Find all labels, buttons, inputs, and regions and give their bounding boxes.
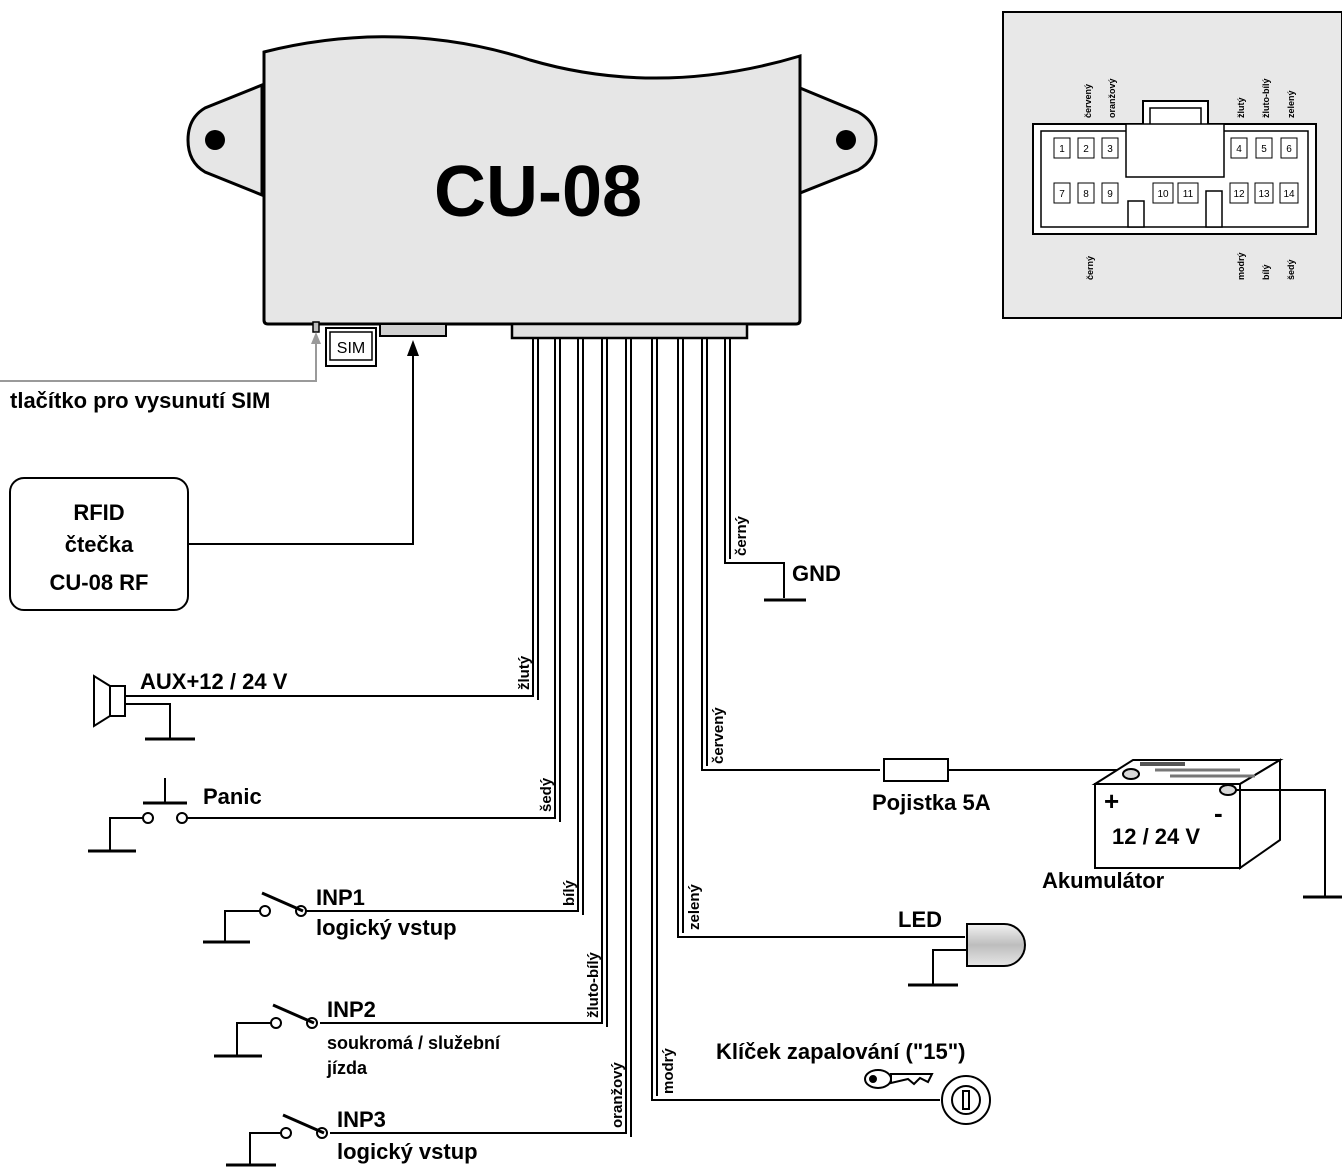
ignition-label: Klíček zapalování ("15") xyxy=(716,1039,966,1064)
wire-label-grey: šedý xyxy=(538,777,555,812)
pinout-label-white: bílý xyxy=(1261,264,1271,280)
inp2-desc-line2: jízda xyxy=(326,1058,368,1078)
wire-blue xyxy=(651,338,940,1101)
wire-white xyxy=(306,338,579,912)
wire-label-orange: oranžový xyxy=(609,1061,626,1128)
unit-model-label: CU-08 xyxy=(434,152,642,232)
wire-black xyxy=(724,338,785,598)
svg-text:13: 13 xyxy=(1258,189,1270,200)
svg-text:12: 12 xyxy=(1233,189,1245,200)
svg-text:14: 14 xyxy=(1283,189,1295,200)
wire-label-yellow-white: žluto-bílý xyxy=(585,952,602,1018)
inp2-name: INP2 xyxy=(327,997,376,1022)
svg-text:1: 1 xyxy=(1059,144,1065,155)
gnd-label: GND xyxy=(792,561,841,586)
battery-minus: - xyxy=(1214,798,1223,828)
inp1-switch-icon xyxy=(203,891,307,944)
pinout-label-red: červený xyxy=(1083,84,1093,118)
svg-text:6: 6 xyxy=(1286,144,1292,155)
rfid-line-2: čtečka xyxy=(65,532,134,557)
wire-label-green: zelený xyxy=(686,883,703,930)
wire-red xyxy=(701,338,880,771)
fuse-icon xyxy=(883,758,1130,782)
inp1-desc: logický vstup xyxy=(316,915,457,940)
svg-text:3: 3 xyxy=(1107,144,1113,155)
unit-main-connector xyxy=(510,322,749,340)
battery-voltage: 12 / 24 V xyxy=(1112,824,1200,849)
pinout-label-grey: šedý xyxy=(1286,259,1296,280)
inp3-name: INP3 xyxy=(337,1107,386,1132)
wire-label-black: černý xyxy=(733,515,750,556)
svg-text:7: 7 xyxy=(1059,189,1065,200)
led-label: LED xyxy=(898,907,942,932)
pinout-label-yellow: žlutý xyxy=(1236,97,1246,118)
panic-label: Panic xyxy=(203,784,262,809)
rfid-port xyxy=(379,323,447,337)
panic-button-icon xyxy=(88,778,188,853)
sim-eject-pointer xyxy=(0,332,321,382)
wire-label-white: bílý xyxy=(561,880,578,906)
wire-orange xyxy=(330,338,627,1134)
wire-label-blue: modrý xyxy=(660,1048,677,1095)
wire-green xyxy=(677,338,965,938)
pinout-label-black: černý xyxy=(1085,256,1095,280)
ignition-key-icon xyxy=(864,1069,991,1125)
left-mounting-hole xyxy=(205,130,225,150)
inp3-desc: logický vstup xyxy=(337,1139,478,1164)
svg-text:9: 9 xyxy=(1107,189,1113,200)
pinout-label-orange: oranžový xyxy=(1107,78,1117,118)
svg-text:2: 2 xyxy=(1083,144,1089,155)
control-unit: CU-08 SIM xyxy=(186,35,878,367)
rfid-line-1: RFID xyxy=(73,500,124,525)
inp1-name: INP1 xyxy=(316,885,365,910)
svg-text:8: 8 xyxy=(1083,189,1089,200)
wire-grey xyxy=(186,338,556,819)
sim-eject-label: tlačítko pro vysunutí SIM xyxy=(10,388,270,413)
inp2-switch-icon xyxy=(214,1003,318,1058)
wire-yellow xyxy=(125,338,534,697)
battery-label: Akumulátor xyxy=(1042,868,1165,893)
rfid-cable xyxy=(188,340,419,545)
svg-text:10: 10 xyxy=(1157,189,1169,200)
sim-eject-button xyxy=(312,321,320,333)
pinout-label-green: zelený xyxy=(1286,90,1296,118)
battery-plus: + xyxy=(1104,786,1119,816)
sim-label: SIM xyxy=(337,340,365,357)
speaker-icon xyxy=(93,674,195,741)
rfid-line-3: CU-08 RF xyxy=(49,570,148,595)
pins-top-row: 1 2 3 4 5 6 xyxy=(1053,137,1298,159)
unit-body xyxy=(262,35,802,326)
aux-label: AUX+12 / 24 V xyxy=(140,669,288,694)
inp2-desc-line1: soukromá / služební xyxy=(327,1033,501,1053)
battery-icon xyxy=(1091,758,1342,899)
svg-text:4: 4 xyxy=(1236,144,1242,155)
rfid-reader: RFID čtečka CU-08 RF xyxy=(9,477,189,611)
svg-text:5: 5 xyxy=(1261,144,1267,155)
wire-label-red: červený xyxy=(710,707,727,764)
wire-label-yellow: žlutý xyxy=(516,655,533,690)
right-mounting-hole xyxy=(836,130,856,150)
fuse-label: Pojistka 5A xyxy=(872,790,991,815)
wire-bundle xyxy=(125,338,965,1137)
led-icon xyxy=(908,923,1026,987)
wire-yellow-white xyxy=(320,338,603,1024)
pinout-label-yellow-white: žluto-bílý xyxy=(1261,79,1271,119)
pinout-label-blue: modrý xyxy=(1236,252,1246,280)
inp3-switch-icon xyxy=(226,1113,328,1167)
pins-bottom-row: 7 8 9 10 11 12 13 14 xyxy=(1053,182,1299,204)
connector-pinout-inset: 1 2 3 4 5 6 7 8 9 10 11 12 13 14 čer xyxy=(1002,11,1342,319)
svg-text:11: 11 xyxy=(1183,189,1194,200)
